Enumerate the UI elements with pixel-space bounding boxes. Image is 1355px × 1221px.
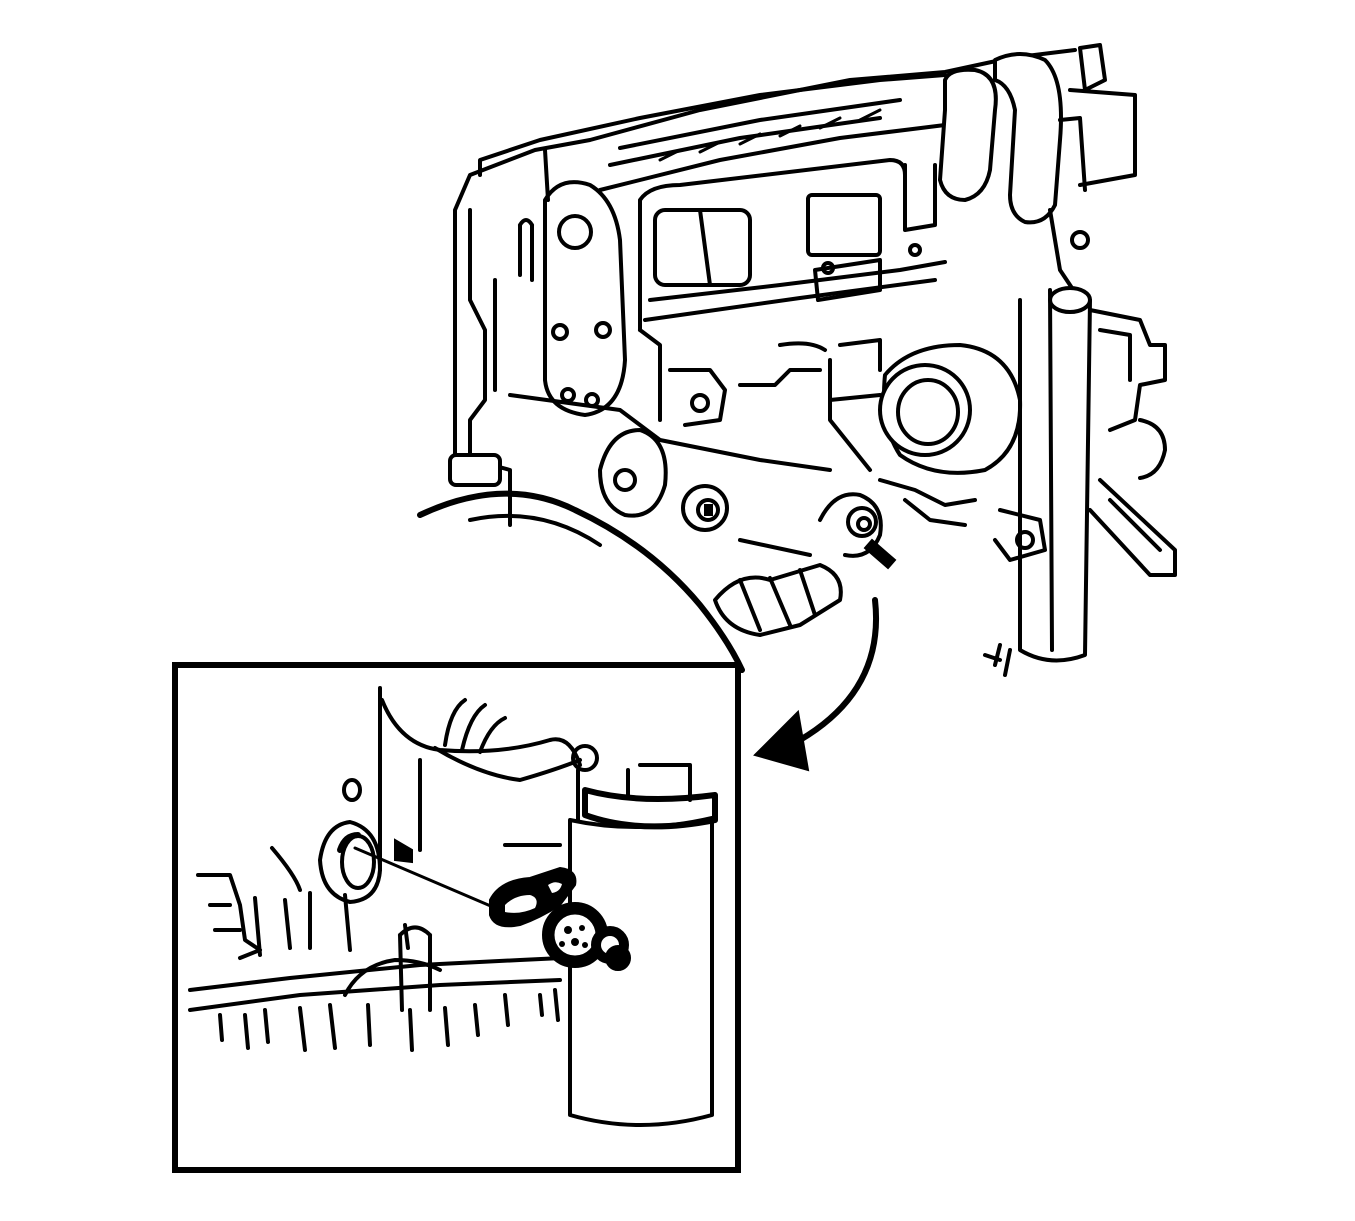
timing-cover — [543, 180, 627, 417]
oil-filter — [1018, 298, 1092, 663]
inset-oil-filter — [568, 816, 714, 1127]
valve-cover — [478, 73, 947, 177]
inset-sensor-bore — [318, 820, 382, 904]
detail-inset — [172, 662, 741, 1173]
engine-block-outline — [453, 48, 1077, 457]
curved-arrow-icon — [797, 597, 879, 743]
sensor-on-engine — [818, 478, 977, 570]
intake-manifold — [638, 158, 907, 332]
engine-assembly — [417, 43, 1177, 677]
callout-arrow — [753, 597, 879, 772]
flywheel-housing — [417, 490, 745, 673]
inset-crank-sensor — [489, 866, 631, 971]
exhaust-elbow — [938, 67, 998, 202]
side-bracket — [1088, 308, 1167, 432]
inset-leader-line — [353, 846, 502, 912]
